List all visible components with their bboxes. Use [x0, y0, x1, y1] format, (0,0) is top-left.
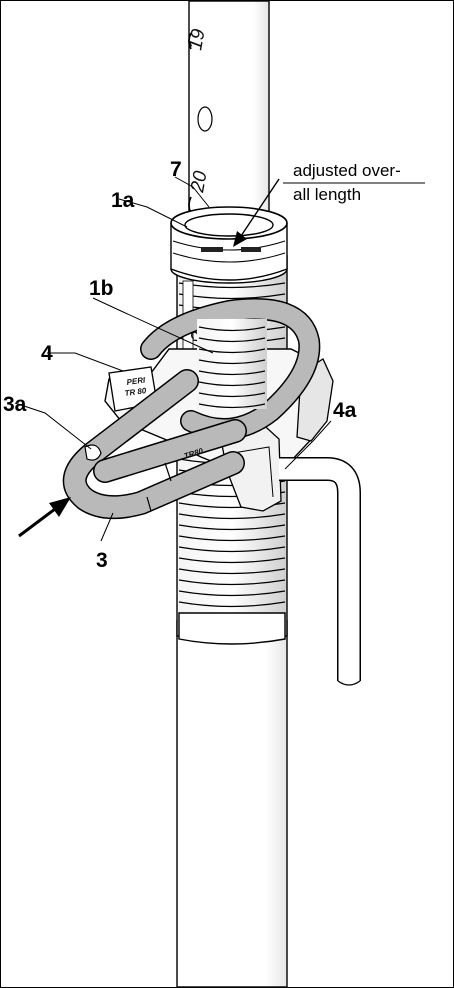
- note-line-2: all length: [293, 185, 361, 204]
- thread-ridge: [178, 513, 286, 520]
- thread-ridge: [198, 381, 266, 387]
- thread-ridge: [178, 535, 286, 542]
- tag-text-model: TR 80: [124, 386, 147, 398]
- thread-ridge: [198, 326, 266, 332]
- leader-1a: [118, 198, 188, 228]
- thread-ridge: [178, 568, 286, 575]
- label-4: 4: [41, 342, 53, 365]
- label-4a: 4a: [333, 399, 357, 422]
- leader-3a: [14, 402, 92, 450]
- prop-handle: [140, 298, 321, 440]
- thread-ridge: [178, 524, 286, 531]
- label-3: 3: [96, 549, 108, 572]
- thread-ridge: [178, 546, 286, 553]
- leader-1b: [92, 297, 214, 354]
- thread-ridge: [198, 359, 266, 365]
- pin-hole: [197, 106, 213, 132]
- leader-3: [100, 512, 114, 542]
- leader-lines: [14, 176, 425, 542]
- push-arrow: [18, 497, 71, 538]
- thread-ridge: [198, 337, 266, 343]
- outer-tube: [176, 620, 288, 987]
- stop-hook: [279, 457, 361, 686]
- leader-4: [47, 352, 124, 372]
- label-1b: 1b: [89, 277, 114, 300]
- leader-4a: [284, 420, 332, 470]
- tag-text-peri: PERI: [126, 375, 147, 387]
- thread-ridge: [198, 392, 266, 398]
- thread-ridge: [198, 348, 266, 354]
- thread-ridge: [178, 590, 286, 597]
- top-collar: [170, 206, 288, 284]
- safety-pin: TR80: [62, 369, 247, 520]
- thread-ridge: [178, 579, 286, 586]
- length-arrow: [233, 178, 280, 247]
- scale-mark-20: 20: [187, 169, 212, 195]
- thread-ridge: [198, 403, 266, 409]
- thread-ridge: [198, 370, 266, 376]
- thread-ridge: [178, 557, 286, 564]
- label-3a: 3a: [3, 393, 27, 416]
- inner-tube: 19 20: [185, 1, 270, 234]
- thread-ridge: [178, 601, 286, 608]
- note-line-1: adjusted over-: [293, 161, 401, 180]
- leader-7: [174, 176, 210, 208]
- label-7: 7: [170, 158, 182, 181]
- thread-front: [197, 319, 267, 409]
- label-1a: 1a: [111, 189, 135, 212]
